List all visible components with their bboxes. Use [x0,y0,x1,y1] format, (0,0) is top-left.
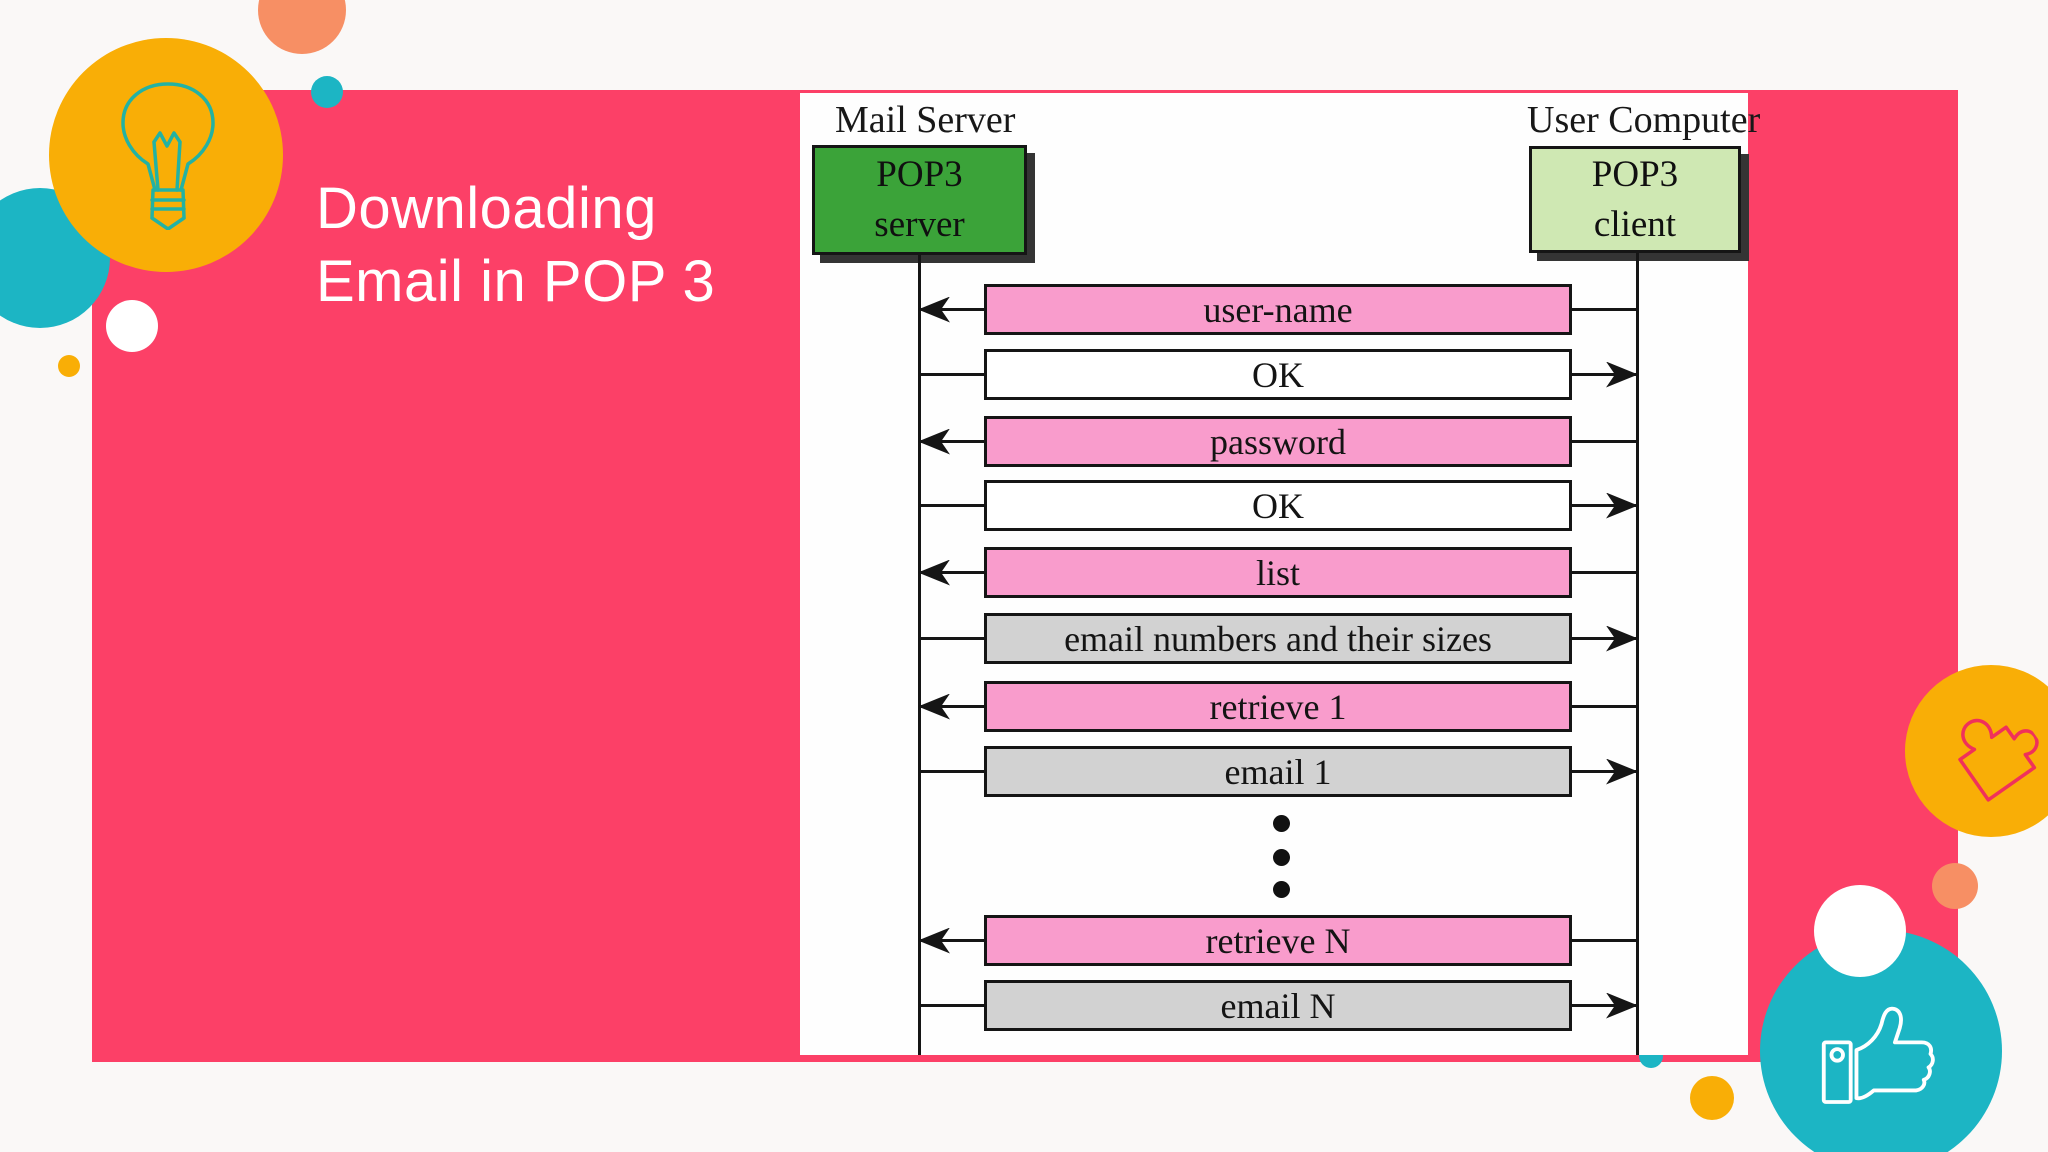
pop3-server-box: POP3 server [812,145,1027,255]
message-box: user-name [984,284,1572,335]
message-label: retrieve 1 [1209,686,1347,727]
message-label: email 1 [1224,751,1332,792]
server-box-line2: server [874,204,965,245]
message-label: email numbers and their sizes [1064,618,1492,659]
message-row: OK [919,480,1638,531]
client-box-line2: client [1593,203,1677,245]
message-label: list [1255,552,1300,593]
continuation-dot [1273,881,1290,898]
salmon-dot-right [1932,863,1978,909]
title-line-1: Downloading [316,176,657,241]
continuation-dot [1273,849,1290,866]
lightbulb-icon [121,82,215,230]
message-row: list [918,547,1637,598]
message-box: email 1 [984,746,1572,797]
message-box: OK [984,349,1572,400]
server-lifeline [918,253,921,1055]
puzzle-piece-icon [1958,718,2039,802]
message-row: email numbers and their sizes [919,613,1638,664]
amber-circle-right [1905,665,2048,837]
client-box-line1: POP3 [1591,153,1679,195]
message-box: email numbers and their sizes [984,613,1572,664]
message-box: email N [984,980,1572,1031]
message-label: OK [1252,485,1304,526]
message-label: email N [1220,985,1336,1026]
continuation-dot [1273,815,1290,832]
teal-dot-top [311,76,343,108]
message-box: retrieve 1 [984,681,1572,732]
message-row: retrieve 1 [918,681,1637,732]
message-row: email 1 [919,746,1638,797]
message-row: password [918,416,1637,467]
user-computer-label: User Computer [1527,99,1761,141]
message-box: retrieve N [984,915,1572,966]
mail-server-label: Mail Server [835,99,1016,141]
message-row: OK [919,349,1638,400]
salmon-circle-top [258,0,346,54]
white-dot-bottomright [1814,885,1906,977]
amber-circle-topleft [49,38,283,272]
amber-dot-left [58,355,80,377]
message-row: email N [919,980,1638,1031]
message-row: user-name [918,284,1637,335]
client-lifeline [1636,253,1639,1055]
message-box: OK [984,480,1572,531]
thumbs-up-icon [1821,1006,1935,1104]
message-box: list [984,547,1572,598]
message-label: retrieve N [1205,920,1351,961]
title-line-2: Email in POP 3 [316,249,716,314]
server-box-line1: POP3 [876,154,963,196]
message-label: password [1210,421,1346,462]
white-dot-left [106,300,158,352]
page-title: Downloading Email in POP 3 [316,172,715,318]
message-box: password [984,416,1572,467]
message-label: user-name [1203,289,1353,330]
message-label: OK [1252,354,1304,395]
message-row: retrieve N [918,915,1637,966]
pop3-client-box: POP3 client [1529,146,1741,253]
sequence-diagram: Mail Server User Computer POP3 server PO… [800,93,1760,1055]
amber-dot-bottom [1690,1076,1734,1120]
